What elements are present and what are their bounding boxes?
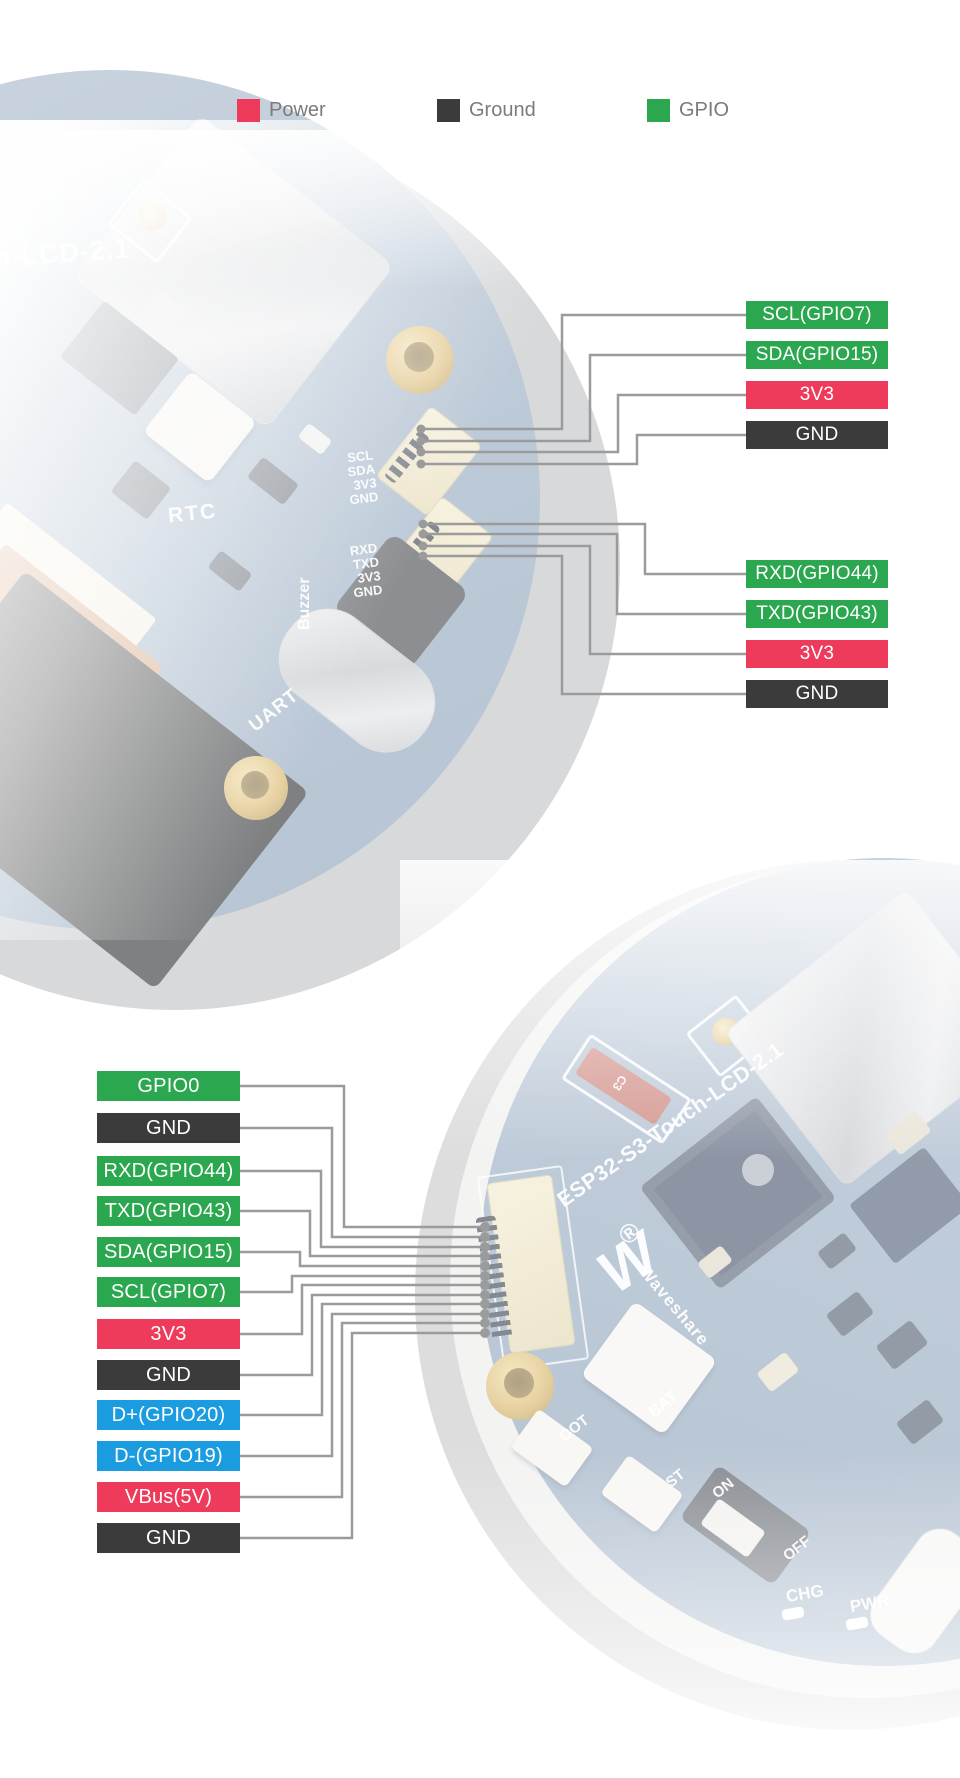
- pin-dot: [480, 1290, 490, 1300]
- leader-line: [240, 1126, 485, 1239]
- pin-dot: [480, 1251, 490, 1261]
- legend-label: Ground: [469, 98, 536, 121]
- pin-label-txd-gpio43: TXD(GPIO43): [746, 600, 888, 628]
- pin-label-scl-gpio7: SCL(GPIO7): [746, 301, 888, 329]
- pin-label-gnd: GND: [746, 680, 888, 708]
- pin-dot: [480, 1261, 490, 1271]
- leader-line: [240, 1250, 485, 1268]
- legend-item-ground: Ground: [437, 98, 536, 122]
- legend-label: Power: [269, 98, 326, 121]
- pin-label-sda-gpio15: SDA(GPIO15): [97, 1237, 240, 1267]
- leader-line: [240, 1274, 485, 1294]
- pin-label-gnd: GND: [746, 421, 888, 449]
- leader-line: [240, 1321, 485, 1499]
- pin-label-dplus-gpio20: D+(GPIO20): [97, 1400, 240, 1430]
- pin-label-rxd-gpio44: RXD(GPIO44): [746, 560, 888, 588]
- pin-label-gpio0: GPIO0: [97, 1071, 240, 1101]
- pin-dot: [480, 1232, 490, 1242]
- pin-dot: [480, 1242, 490, 1252]
- leader-line: [240, 1209, 485, 1258]
- pin-dot: [480, 1328, 490, 1338]
- pin-dot: [480, 1309, 490, 1319]
- legend-item-gpio: GPIO: [647, 98, 729, 122]
- leader-line: [240, 1283, 485, 1336]
- pin-dot: [480, 1318, 490, 1328]
- legend-label: GPIO: [679, 98, 730, 121]
- gpio-color-swatch: [647, 98, 670, 122]
- pin-label-3v3: 3V3: [746, 381, 888, 409]
- pin-label-gnd: GND: [97, 1523, 240, 1553]
- pin-label-3v3: 3V3: [97, 1319, 240, 1349]
- standoff-hole: [504, 1368, 534, 1398]
- pin-label-sda-gpio15: SDA(GPIO15): [746, 341, 888, 369]
- pin-label-dminus-gpio19: D-(GPIO19): [97, 1441, 240, 1471]
- leader-line: [240, 1084, 485, 1229]
- leader-line: [240, 1293, 485, 1377]
- leader-line: [240, 1312, 485, 1458]
- leader-line: [240, 1302, 485, 1417]
- pin-label-rxd-gpio44: RXD(GPIO44): [97, 1156, 240, 1186]
- leader-line: [240, 1331, 485, 1540]
- leader-line: [240, 1169, 485, 1249]
- ground-color-swatch: [437, 98, 460, 122]
- legend-item-power: Power: [237, 98, 326, 122]
- pin-dot: [480, 1222, 490, 1232]
- pin-label-vbus-5v: VBus(5V): [97, 1482, 240, 1512]
- pin-label-txd-gpio43: TXD(GPIO43): [97, 1196, 240, 1226]
- pin-label-gnd: GND: [97, 1113, 240, 1143]
- pin-label-gnd: GND: [97, 1360, 240, 1390]
- pin-dot: [480, 1280, 490, 1290]
- pin-dot: [480, 1271, 490, 1281]
- pin-label-3v3: 3V3: [746, 640, 888, 668]
- power-color-swatch: [237, 98, 260, 122]
- pin-label-scl-gpio7: SCL(GPIO7): [97, 1277, 240, 1307]
- pin-dot: [480, 1299, 490, 1309]
